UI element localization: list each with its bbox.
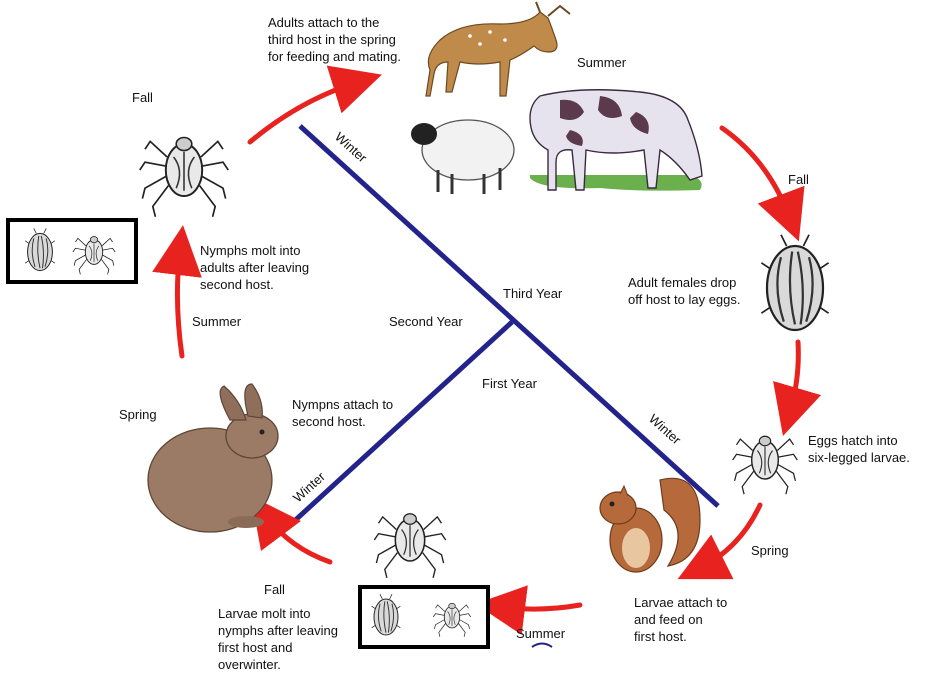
arrow-molt-to-rabbit bbox=[266, 516, 330, 562]
arrow-summer-up bbox=[177, 250, 182, 356]
arrow-larvae-to-molt bbox=[500, 605, 580, 609]
highlight-box-bottom bbox=[360, 587, 488, 647]
engorged-tick-icon bbox=[761, 235, 828, 330]
stage-nymphs-attach: Nympns attach to second host. bbox=[292, 396, 393, 430]
squirrel-icon bbox=[600, 478, 700, 572]
stage-larvae-attach: Larvae attach to and feed on first host. bbox=[634, 594, 727, 645]
season-fall-top-left: Fall bbox=[132, 90, 153, 105]
label-third-year: Third Year bbox=[503, 286, 562, 301]
season-summer-bottom: Summer bbox=[516, 626, 565, 641]
stage-adults-attach: Adults attach to the third host in the s… bbox=[268, 14, 401, 65]
tick-icon bbox=[733, 436, 798, 494]
sheep-icon bbox=[411, 120, 514, 194]
stage-larvae-molt: Larvae molt into nymphs after leaving fi… bbox=[218, 605, 338, 673]
highlight-box-upper-left bbox=[8, 220, 136, 282]
stage-nymphs-molt: Nymphs molt into adults after leaving se… bbox=[200, 242, 309, 293]
arrow-drop-to-hatch bbox=[790, 342, 798, 412]
label-first-year: First Year bbox=[482, 376, 537, 391]
small-arc bbox=[532, 644, 552, 648]
cow-icon bbox=[530, 90, 702, 191]
season-spring-left: Spring bbox=[119, 407, 157, 422]
stage-eggs-hatch: Eggs hatch into six-legged larvae. bbox=[808, 432, 910, 466]
season-fall-bottom: Fall bbox=[264, 582, 285, 597]
arrow-hatch-to-larvae bbox=[700, 505, 760, 568]
season-summer-left: Summer bbox=[192, 314, 241, 329]
season-summer-top: Summer bbox=[577, 55, 626, 70]
arrow-summer-to-fall bbox=[722, 128, 790, 218]
tick-icon bbox=[374, 514, 445, 578]
label-second-year: Second Year bbox=[389, 314, 463, 329]
stage-females-drop: Adult females drop off host to lay eggs. bbox=[628, 274, 741, 308]
winter-label-left: Winter bbox=[290, 469, 328, 506]
deer-icon bbox=[426, 2, 570, 96]
season-fall-right: Fall bbox=[788, 172, 809, 187]
rabbit-icon bbox=[148, 384, 278, 532]
tick-icon bbox=[140, 138, 228, 217]
winter-label-right: Winter bbox=[646, 411, 684, 448]
season-spring-right: Spring bbox=[751, 543, 789, 558]
